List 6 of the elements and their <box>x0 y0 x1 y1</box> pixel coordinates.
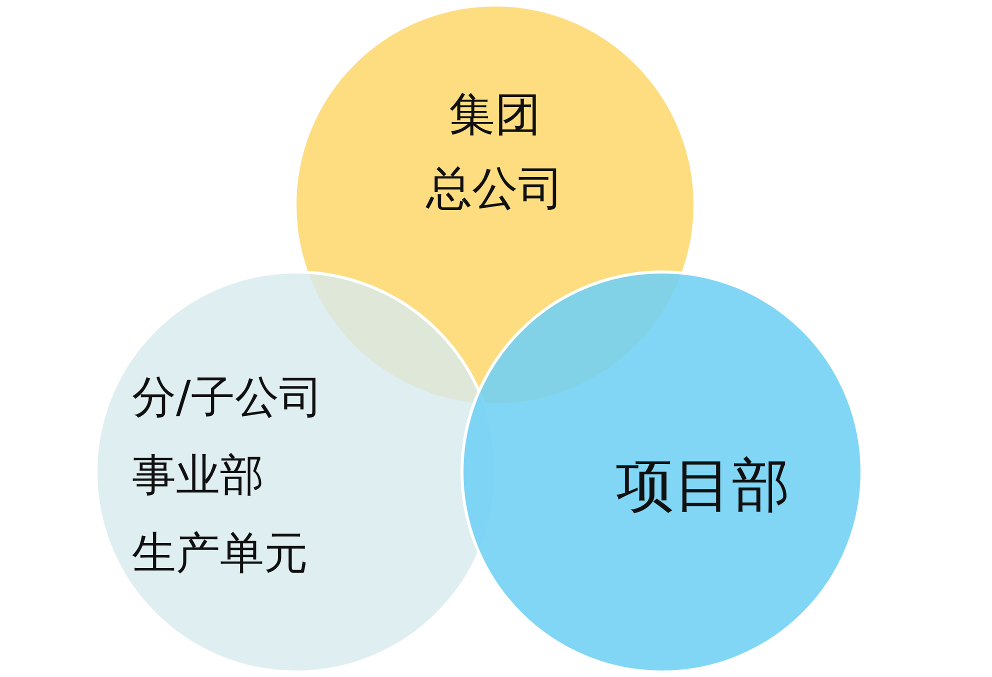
circle-label: 项目部 <box>616 456 790 514</box>
circle-label: 集团 <box>448 91 542 137</box>
circle-label: 事业部 <box>132 454 264 498</box>
circle-label: 总公司 <box>424 165 565 211</box>
circle-label: 生产单元 <box>132 532 308 576</box>
circle-label: 分/子公司 <box>132 376 323 420</box>
